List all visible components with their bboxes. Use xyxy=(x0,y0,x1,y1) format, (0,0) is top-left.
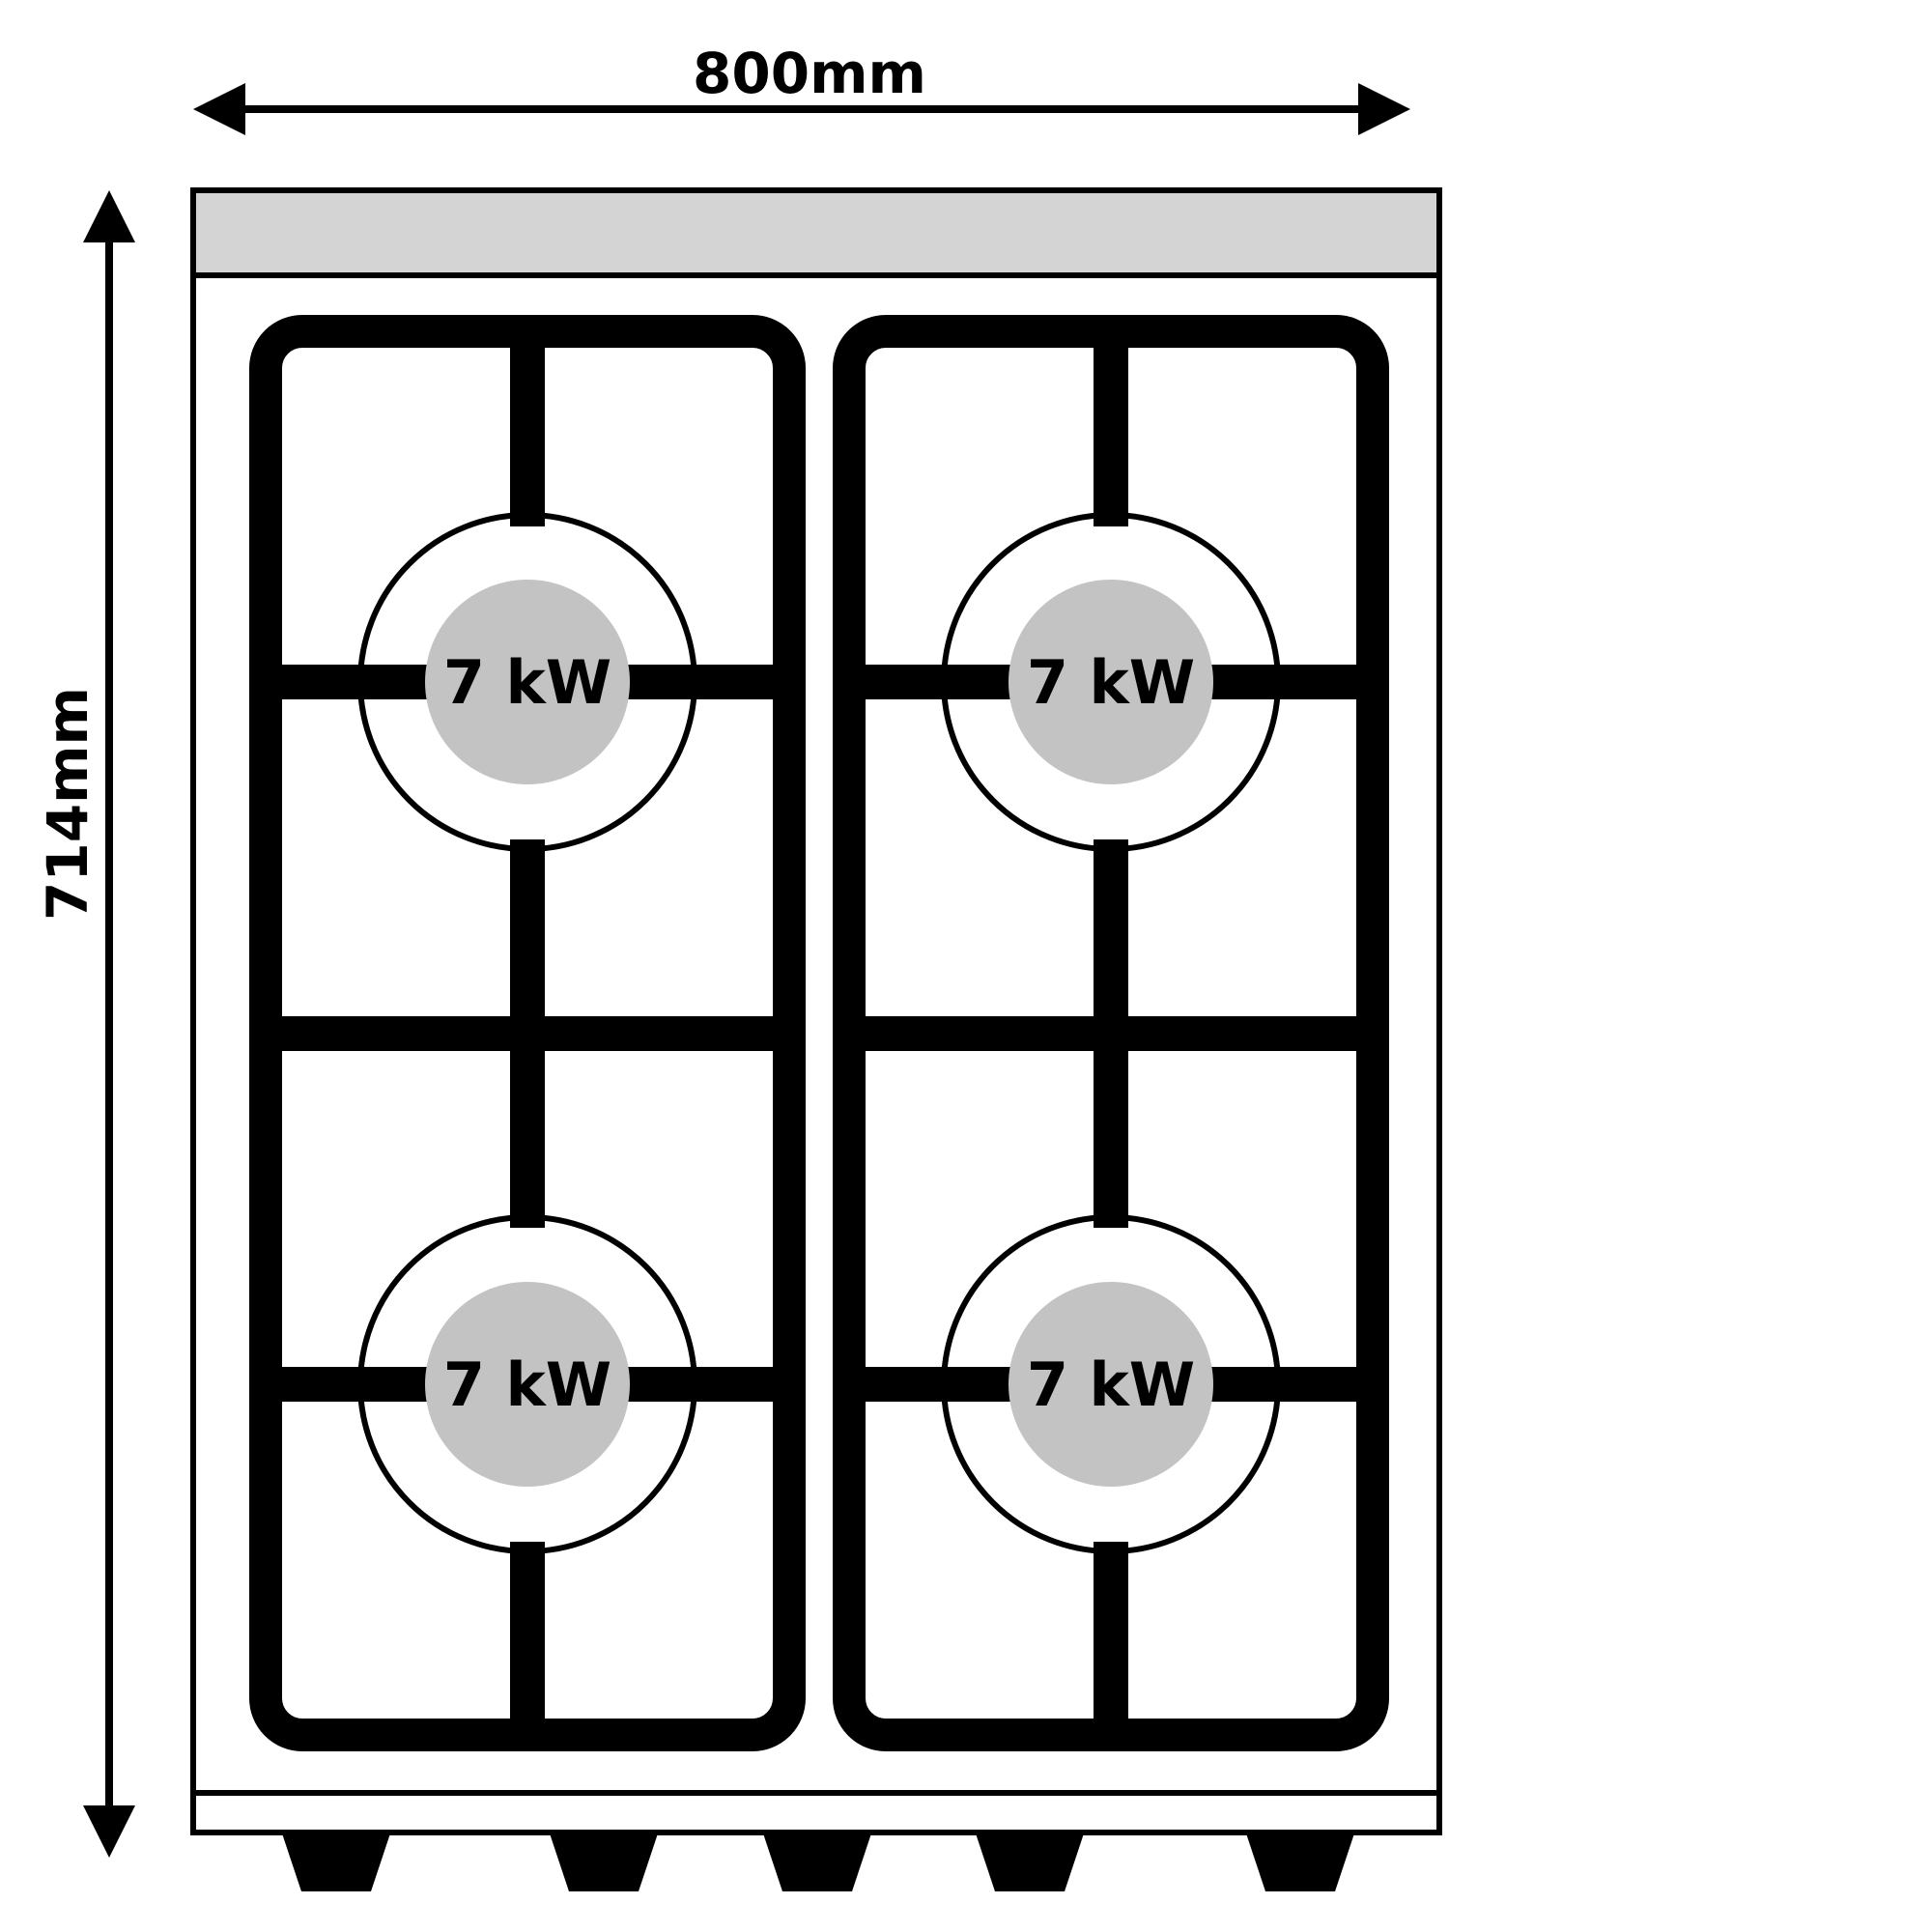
burner-power-label: 7 kW xyxy=(443,647,611,718)
stove-foot xyxy=(762,1831,872,1891)
stove-foot xyxy=(1245,1831,1355,1891)
arrow-left-icon xyxy=(193,83,245,135)
burner-center xyxy=(1009,1282,1213,1487)
burner-top-right: 7 kW xyxy=(866,348,1356,1016)
width-dimension: 800mm xyxy=(193,41,1410,135)
burner-bottom-right: 7 kW xyxy=(866,1051,1356,1719)
burner-center xyxy=(425,580,630,784)
burner-center xyxy=(1009,580,1213,784)
stove-body xyxy=(190,187,1442,1835)
stove-foot xyxy=(281,1831,391,1891)
height-dimension: 714mm xyxy=(35,190,135,1858)
stove-foot xyxy=(975,1831,1085,1891)
arrow-down-icon xyxy=(83,1805,135,1858)
burner-bottom-left: 7 kW xyxy=(282,1051,773,1719)
stove-foot xyxy=(549,1831,659,1891)
burner-power-label: 7 kW xyxy=(1027,647,1195,718)
burner-top-left: 7 kW xyxy=(282,348,773,1016)
pan-support-right xyxy=(833,315,1389,1751)
pan-support-left xyxy=(249,315,806,1751)
stove-feet xyxy=(281,1831,1355,1891)
pan-support-left-middle-bar xyxy=(249,1016,806,1051)
arrow-right-icon xyxy=(1358,83,1410,135)
burner-power-label: 7 kW xyxy=(1027,1350,1195,1420)
pan-support-right-middle-bar xyxy=(833,1016,1389,1051)
burner-grate-bars xyxy=(282,348,773,1016)
arrow-up-icon xyxy=(83,190,135,242)
height-dimension-label: 714mm xyxy=(35,687,100,921)
width-dimension-label: 800mm xyxy=(693,41,926,106)
stove-body-outline xyxy=(190,187,1442,1835)
back-panel xyxy=(190,187,1442,278)
burner-grate-bars xyxy=(282,1051,773,1719)
burner-power-label: 7 kW xyxy=(443,1350,611,1420)
burner-center xyxy=(425,1282,630,1487)
burner-grate-bars xyxy=(866,348,1356,1016)
burner-grate-bars xyxy=(866,1051,1356,1719)
